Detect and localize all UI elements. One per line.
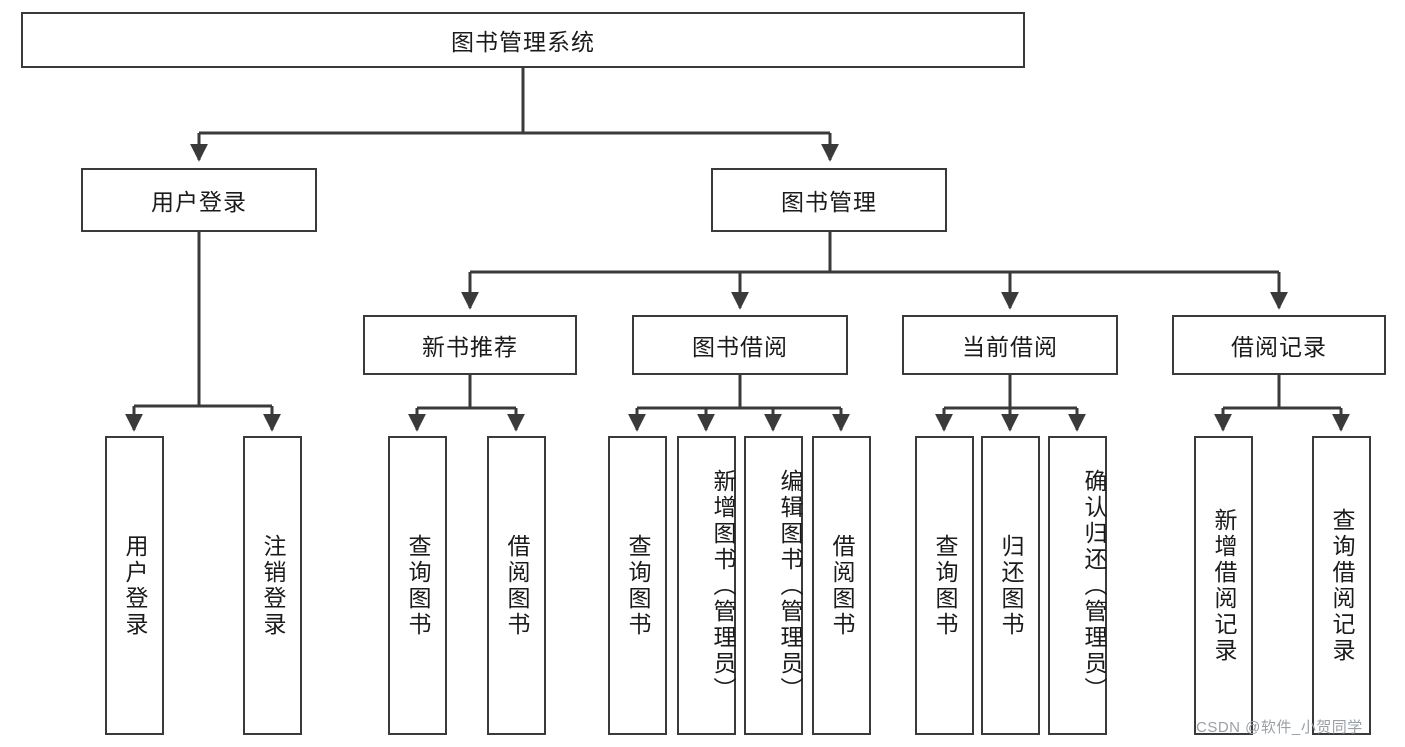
node-book-management[interactable]: 图书管理	[711, 168, 947, 232]
leaf-book-borrow-query[interactable]: 查询图书	[608, 436, 667, 735]
leaf-book-borrow-borrow[interactable]: 借阅图书	[812, 436, 871, 735]
leaf-current-borrow-confirm-return[interactable]: 确认归还（管理员）	[1048, 436, 1107, 735]
leaf-user-login-logout[interactable]: 注销登录	[243, 436, 302, 735]
node-new-book-recommend[interactable]: 新书推荐	[363, 315, 577, 375]
node-root[interactable]: 图书管理系统	[21, 12, 1025, 68]
leaf-borrow-record-query[interactable]: 查询借阅记录	[1312, 436, 1371, 735]
node-current-borrow[interactable]: 当前借阅	[902, 315, 1118, 375]
watermark-text: CSDN @软件_小贺同学	[1196, 719, 1363, 736]
node-borrow-record[interactable]: 借阅记录	[1172, 315, 1386, 375]
node-user-login[interactable]: 用户登录	[81, 168, 317, 232]
leaf-current-borrow-return[interactable]: 归还图书	[981, 436, 1040, 735]
node-book-borrow[interactable]: 图书借阅	[632, 315, 848, 375]
leaf-new-book-query[interactable]: 查询图书	[388, 436, 447, 735]
leaf-book-borrow-add[interactable]: 新增图书（管理员）	[677, 436, 736, 735]
leaf-borrow-record-add[interactable]: 新增借阅记录	[1194, 436, 1253, 735]
leaf-user-login-login[interactable]: 用户登录	[105, 436, 164, 735]
leaf-book-borrow-edit[interactable]: 编辑图书（管理员）	[744, 436, 803, 735]
leaf-new-book-borrow[interactable]: 借阅图书	[487, 436, 546, 735]
leaf-current-borrow-query[interactable]: 查询图书	[915, 436, 974, 735]
